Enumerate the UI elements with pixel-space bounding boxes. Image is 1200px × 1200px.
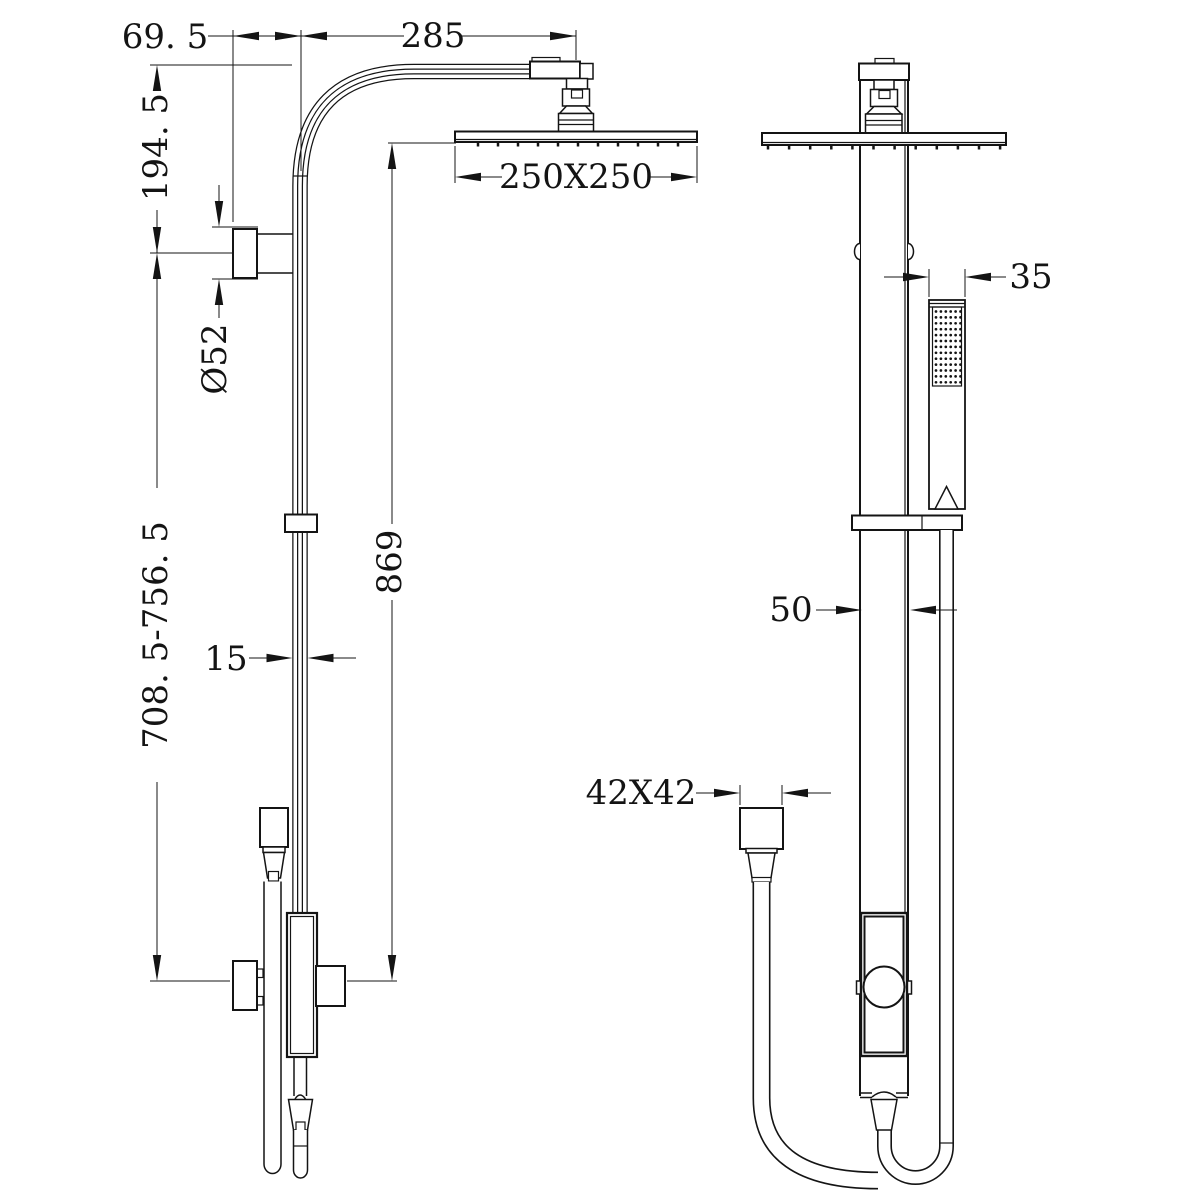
dim-35: 35 bbox=[884, 257, 1053, 297]
dim-label-869: 869 bbox=[370, 530, 410, 595]
diverter-knob-side bbox=[862, 965, 906, 1009]
mount-lug-left bbox=[853, 242, 861, 261]
dim-50: 50 bbox=[769, 590, 957, 630]
handshower-side bbox=[928, 299, 966, 510]
dim-15: 15 bbox=[204, 639, 356, 679]
column-bottom-outlet bbox=[860, 1054, 908, 1131]
diverter-body-front bbox=[285, 911, 319, 1059]
dim-label-35: 35 bbox=[1009, 257, 1052, 297]
dim-phi52: Ø52 bbox=[195, 185, 258, 395]
dim-869: 869 bbox=[347, 142, 456, 982]
wall-bracket bbox=[232, 228, 293, 279]
diverter-knob-front bbox=[232, 960, 264, 1011]
column-top-cap bbox=[858, 57, 910, 81]
dim-label-69-5: 69. 5 bbox=[122, 17, 209, 57]
dim-69-5: 69. 5 bbox=[122, 17, 302, 222]
dim-label-250x250: 250X250 bbox=[499, 157, 653, 197]
overhead-shower-head-front bbox=[454, 130, 698, 147]
dim-285: 285 bbox=[301, 16, 577, 60]
nozzle-ticks-front bbox=[476, 142, 680, 147]
handshower-nozzle-tip bbox=[933, 484, 960, 510]
nozzle-ticks-side bbox=[766, 145, 1002, 150]
dim-label-phi52: Ø52 bbox=[195, 323, 235, 394]
inlet-elbow-side bbox=[739, 807, 784, 883]
swivel-connector-front bbox=[557, 77, 595, 133]
inlet-elbow-front bbox=[259, 807, 289, 882]
dim-708-756: 708. 5-756. 5 bbox=[136, 253, 230, 982]
wall-connector-block-front bbox=[315, 965, 346, 1007]
dim-label-194-5: 194. 5 bbox=[136, 93, 176, 201]
outlet-cone-front bbox=[287, 1057, 314, 1179]
dim-label-15: 15 bbox=[204, 639, 247, 679]
side-view: 35 50 42X42 bbox=[586, 57, 1053, 1190]
inlet-hose-front bbox=[263, 881, 282, 1175]
dim-42x42: 42X42 bbox=[586, 773, 831, 813]
dim-194-5: 194. 5 bbox=[136, 64, 292, 254]
inlet-hose-side bbox=[752, 882, 879, 1190]
riser-and-arm-pipe bbox=[292, 63, 533, 1057]
overhead-shower-head-side bbox=[761, 132, 1007, 150]
slider-holder-front bbox=[284, 513, 318, 533]
handshower-hose-loop bbox=[877, 530, 954, 1185]
handshower-holder-side bbox=[851, 514, 963, 531]
front-view: 69. 5 285 250X250 194. 5 bbox=[122, 16, 698, 1179]
dim-label-42x42: 42X42 bbox=[586, 773, 697, 813]
arm-end-cap bbox=[529, 56, 594, 80]
dim-label-708-756: 708. 5-756. 5 bbox=[136, 521, 176, 749]
dim-label-50: 50 bbox=[769, 590, 812, 630]
dim-label-285: 285 bbox=[401, 16, 466, 56]
mount-lug-right bbox=[907, 242, 915, 261]
diverter-body-side bbox=[855, 911, 913, 1058]
spray-nozzle-dots bbox=[934, 310, 962, 384]
swivel-connector-side bbox=[864, 79, 904, 134]
dim-250x250: 250X250 bbox=[454, 146, 698, 197]
